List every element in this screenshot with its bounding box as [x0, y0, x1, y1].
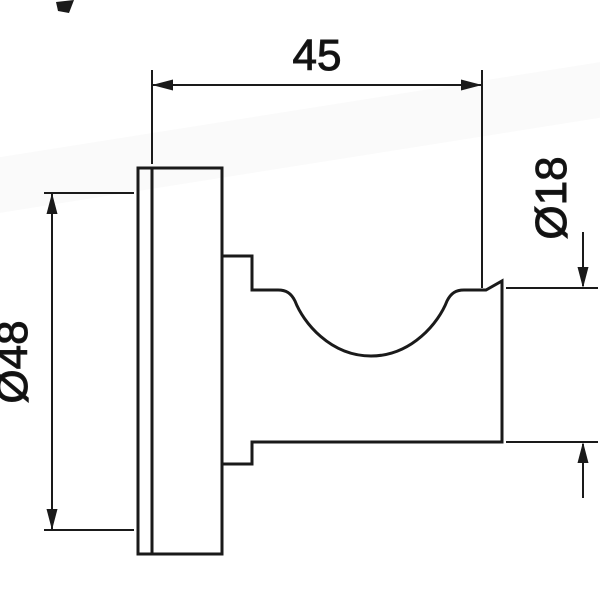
dimension-plate-diameter-48: Ø48 [0, 192, 134, 531]
dimension-hook-diameter-18: Ø18 [506, 156, 598, 498]
scan-watermark-band [0, 38, 600, 231]
corner-artifact-mark [56, 0, 74, 13]
arrowhead-up-icon [577, 442, 589, 463]
wall-plate [136, 166, 224, 556]
dimension-label-hook-diameter: Ø18 [527, 156, 576, 239]
arrowhead-down-icon [46, 509, 58, 530]
dimension-projection-45: 45 [151, 31, 483, 288]
hook-arm-profile [222, 254, 504, 466]
hook-object-outline [136, 166, 504, 556]
dimension-label-plate-diameter: Ø48 [0, 320, 37, 403]
arrowhead-right-icon [461, 79, 482, 91]
arrowhead-down-icon [577, 267, 589, 288]
arrowhead-up-icon [46, 193, 58, 214]
arrowhead-left-icon [152, 79, 173, 91]
dimension-label-projection: 45 [293, 31, 342, 80]
